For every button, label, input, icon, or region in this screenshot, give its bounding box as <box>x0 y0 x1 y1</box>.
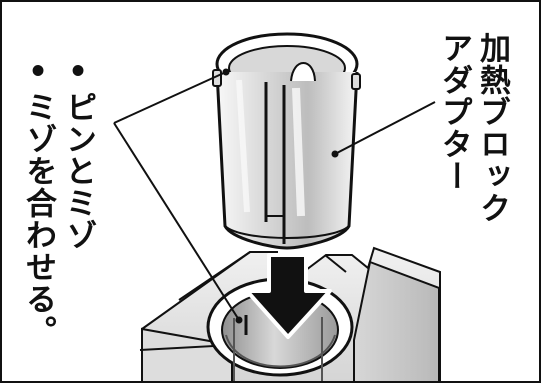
heating-block-adapter <box>212 32 361 250</box>
left-label-column-2: •ミゾを合わせる。 <box>20 54 56 347</box>
right-label-column-2: アダプター <box>436 32 472 192</box>
leader-lines <box>113 68 436 324</box>
insertion-arrow <box>245 253 332 339</box>
left-label-column-1: •ピンとミゾ <box>60 54 96 251</box>
right-label-column-1: 加熱ブロック <box>474 32 510 224</box>
